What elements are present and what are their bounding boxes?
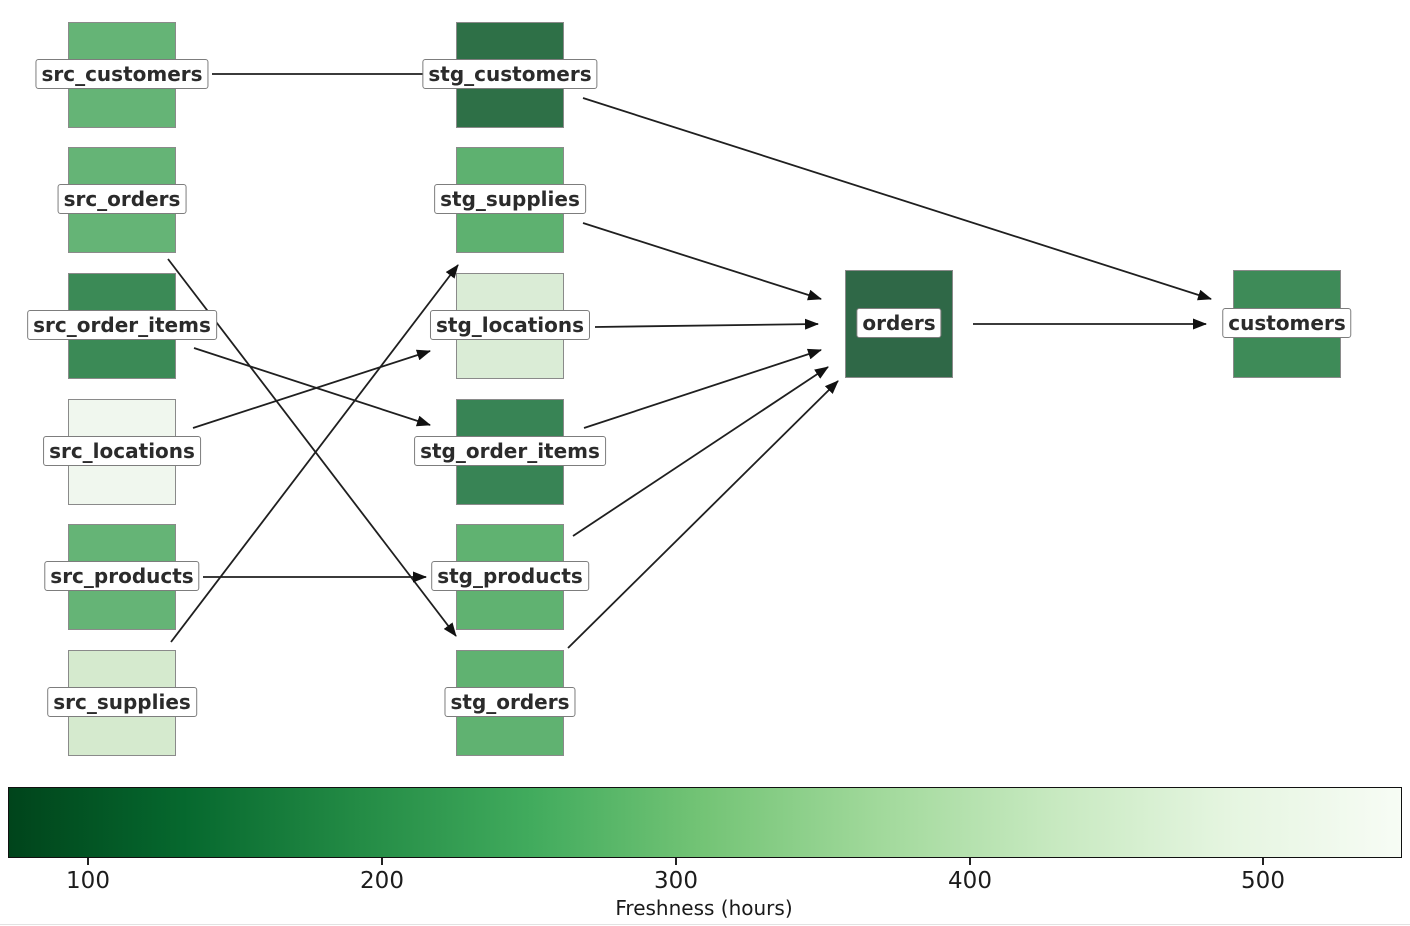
edge-src_order_items-to-stg_order_items [193,347,431,427]
edge-stg_locations-to-orders [594,318,819,330]
node-label-stg_customers: stg_customers [422,59,598,89]
edge-stg_customers-to-customers [582,97,1212,301]
node-label-orders: orders [856,308,942,338]
node-label-src_products: src_products [44,561,200,591]
node-label-stg_products: stg_products [431,561,589,591]
node-label-stg_locations: stg_locations [429,310,591,340]
node-label-stg_order_items: stg_order_items [414,436,606,466]
colorbar-tick-200 [381,858,383,865]
bottom-border-line [0,924,1410,925]
colorbar-ticklabel-200: 200 [360,868,404,894]
colorbar-tick-300 [675,858,677,865]
node-label-customers: customers [1222,308,1352,338]
colorbar-ticklabel-500: 500 [1241,868,1285,894]
node-label-src_orders: src_orders [57,184,187,214]
edge-stg_products-to-orders [572,366,829,537]
node-label-src_order_items: src_order_items [27,310,217,340]
node-label-src_customers: src_customers [35,59,209,89]
edge-src_locations-to-stg_locations [192,349,431,429]
edge-stg_order_items-to-orders [583,348,822,429]
colorbar-ticklabel-400: 400 [948,868,992,894]
edge-src_supplies-to-stg_supplies [170,264,459,643]
edge-stg_supplies-to-orders [582,222,822,301]
node-label-src_supplies: src_supplies [47,687,197,717]
colorbar-axis-label: Freshness (hours) [615,896,793,920]
colorbar-gradient [8,787,1402,858]
colorbar-tick-400 [969,858,971,865]
edge-stg_orders-to-orders [567,380,839,649]
node-label-src_locations: src_locations [43,436,201,466]
colorbar-ticklabel-100: 100 [66,868,110,894]
colorbar-tick-500 [1262,858,1264,865]
node-label-stg_orders: stg_orders [444,687,576,717]
colorbar-ticklabel-300: 300 [654,868,698,894]
colorbar-tick-100 [87,858,89,865]
node-label-stg_supplies: stg_supplies [434,184,586,214]
